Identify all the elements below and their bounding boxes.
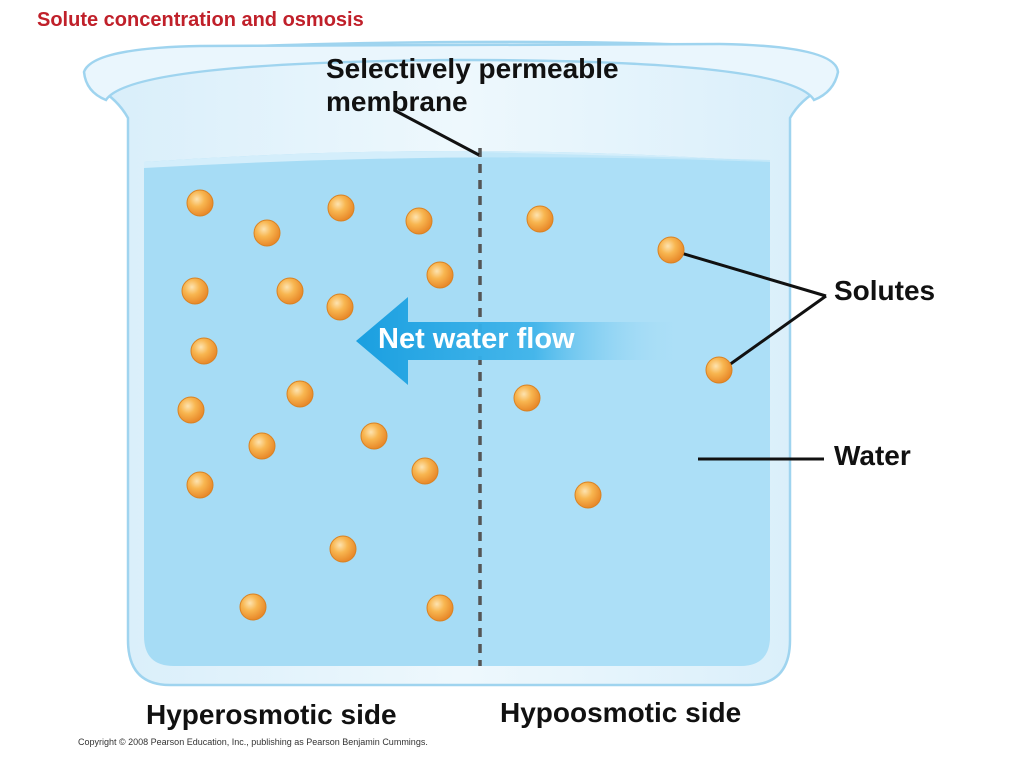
solute-particle — [405, 207, 433, 235]
solute-particle — [360, 422, 388, 450]
solute-particle — [705, 356, 733, 384]
water-right-side — [480, 152, 770, 666]
water-label: Water — [834, 440, 911, 471]
solute-particle — [326, 293, 354, 321]
solute-particle — [327, 194, 355, 222]
solute-particle — [657, 236, 685, 264]
solute-particle — [177, 396, 205, 424]
solute-particle — [574, 481, 602, 509]
solute-particle — [186, 471, 214, 499]
solute-particle — [248, 432, 276, 460]
solute-particle — [513, 384, 541, 412]
solutes-hyperosmotic — [177, 189, 454, 622]
solute-particle — [239, 593, 267, 621]
solute-particle — [411, 457, 439, 485]
solute-particle — [329, 535, 357, 563]
solute-particle — [181, 277, 209, 305]
membrane-label: Selectively permeable membrane — [326, 52, 619, 118]
membrane-pointer-line — [393, 108, 480, 157]
solutes-hypoosmotic — [513, 205, 733, 509]
solute-particle — [276, 277, 304, 305]
net-water-flow-label: Net water flow — [378, 323, 575, 355]
solute-particle — [426, 594, 454, 622]
water-surface — [144, 151, 770, 168]
copyright-notice: Copyright © 2008 Pearson Education, Inc.… — [78, 737, 428, 747]
slide-title: Solute concentration and osmosis — [37, 9, 364, 31]
solutes-pointer-line-upper — [673, 249, 827, 298]
solute-particle — [190, 337, 218, 365]
solute-particle — [253, 219, 281, 247]
hyperosmotic-side-label: Hyperosmotic side — [146, 699, 397, 730]
solute-particle — [286, 380, 314, 408]
solute-particle — [426, 261, 454, 289]
solutes-pointer-line-lower — [721, 294, 827, 372]
net-water-flow-arrow — [356, 297, 680, 385]
beaker-rim — [82, 42, 840, 102]
membrane-label-line2: membrane — [326, 86, 468, 117]
hypoosmotic-side-label: Hypoosmotic side — [500, 697, 742, 728]
solute-particle — [526, 205, 554, 233]
membrane-label-line1: Selectively permeable — [326, 53, 619, 84]
solutes-label: Solutes — [834, 275, 936, 306]
solute-particle — [186, 189, 214, 217]
